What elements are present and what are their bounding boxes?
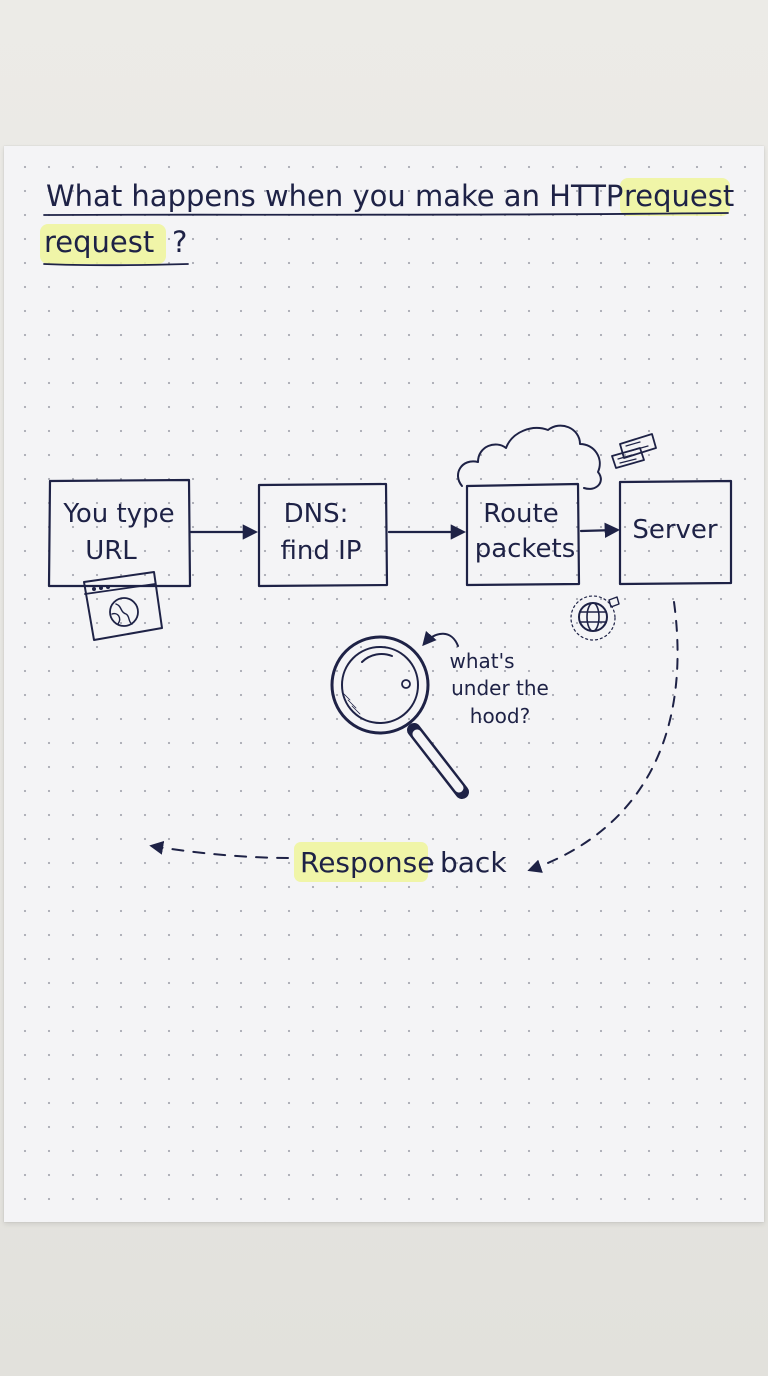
- title-highlight-1: [620, 178, 730, 216]
- cloud-icon: [457, 424, 602, 490]
- note-line2: under the: [451, 676, 549, 700]
- return-dashed-arrow: [527, 601, 679, 873]
- note-line1: what's: [449, 649, 514, 673]
- arrow-route-to-server: [579, 522, 621, 539]
- response-dashed-arrow: [149, 840, 289, 859]
- title-line1-text: What happens when you make an HTTP: [46, 179, 623, 213]
- response-highlight-word: Response: [300, 846, 434, 879]
- response-highlight: [294, 842, 428, 882]
- globe-icon: [570, 595, 620, 641]
- title-question-mark: ?: [172, 225, 187, 259]
- packets-icon: [611, 433, 657, 469]
- response-word-back: back: [440, 846, 507, 879]
- response-label: Response back: [294, 842, 507, 882]
- step-1-line2: URL: [85, 536, 137, 566]
- page-title: What happens when you make an HTTP reque…: [40, 178, 734, 267]
- note-line3: hood?: [470, 704, 530, 728]
- title-line1-highlight-word: request: [624, 179, 734, 213]
- step-3-line2: packets: [475, 534, 576, 564]
- step-3-line1: Route: [483, 499, 558, 529]
- note-curved-arrow: [422, 630, 459, 647]
- notebook-page: [4, 146, 764, 1222]
- step-dns-find-ip: DNS: find IP: [257, 482, 389, 588]
- step-route-packets: Route packets: [465, 482, 581, 587]
- step-you-type-url: You type URL: [47, 478, 192, 588]
- browser-globe-icon: [83, 571, 163, 641]
- title-line2-highlight-word: request: [44, 225, 154, 259]
- step-server: Server: [618, 479, 733, 586]
- title-underline-2: [43, 263, 189, 267]
- title-underline-1: [43, 212, 729, 216]
- magnifying-glass-icon: [330, 635, 469, 799]
- step-4-line1: Server: [632, 515, 718, 545]
- step-2-line1: DNS:: [284, 499, 349, 529]
- title-highlight-2: [40, 224, 166, 264]
- step-2-line2: find IP: [281, 536, 362, 566]
- hood-note: what's under the hood?: [422, 630, 549, 728]
- step-1-line1: You type: [62, 499, 174, 529]
